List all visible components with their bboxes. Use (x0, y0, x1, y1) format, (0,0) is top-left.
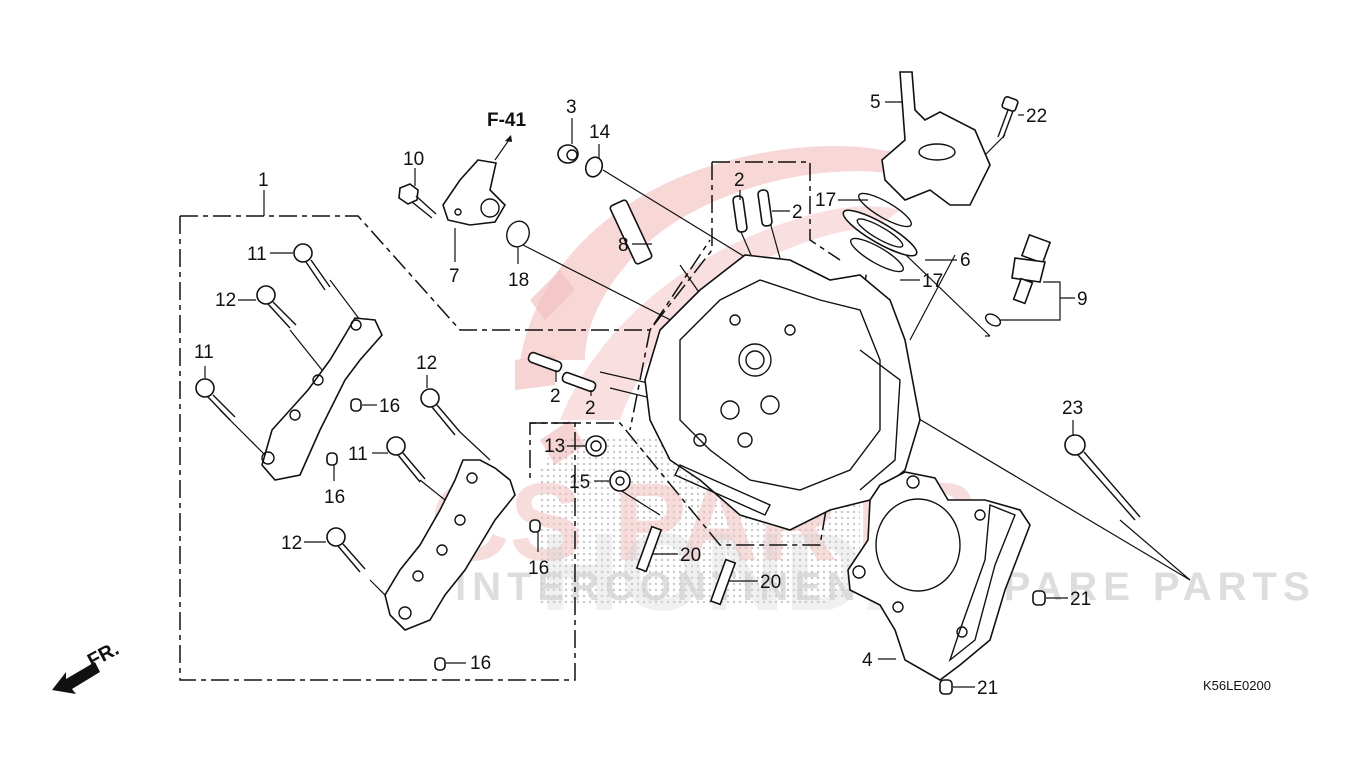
sealing-bolt-3[interactable] (557, 144, 579, 164)
spark-plug[interactable] (609, 199, 653, 265)
bolt-22[interactable] (997, 96, 1019, 139)
insulator-6[interactable] (839, 203, 922, 262)
valve-guide-2d[interactable] (561, 371, 597, 393)
bolt-11-a[interactable] (293, 243, 331, 291)
stud-20-b[interactable] (709, 558, 737, 606)
temperature-sensor[interactable] (984, 233, 1052, 328)
camshaft-holder-lower[interactable] (384, 459, 516, 631)
intake-insulator[interactable] (881, 71, 991, 206)
callout-16[interactable]: 16 (324, 487, 345, 508)
stud-20-a[interactable] (635, 525, 663, 573)
callout-12[interactable]: 12 (281, 533, 302, 554)
callout-14[interactable]: 14 (589, 122, 611, 143)
callout-18[interactable]: 18 (508, 270, 529, 291)
callout-8[interactable]: 8 (618, 235, 629, 256)
callout-22[interactable]: 22 (1026, 106, 1047, 127)
callout-5[interactable]: 5 (870, 92, 881, 113)
group-box-valve-guides (629, 161, 841, 431)
water-joint[interactable] (442, 159, 507, 226)
callout-16[interactable]: 16 (379, 396, 400, 417)
dowel-16-c[interactable] (529, 519, 541, 533)
callout-17[interactable]: 17 (815, 190, 836, 211)
diagram-code: K56LE0200 (1203, 678, 1271, 693)
valve-guide-2a[interactable] (732, 195, 748, 233)
o-ring-17-lower[interactable] (847, 233, 907, 277)
reference-label[interactable]: F-41 (487, 110, 527, 131)
bolt-12-b[interactable] (420, 388, 461, 436)
callout-4[interactable]: 4 (862, 650, 873, 671)
callout-15[interactable]: 15 (569, 472, 590, 493)
callout-13[interactable]: 13 (544, 436, 565, 457)
callout-12[interactable]: 12 (215, 290, 236, 311)
callout-11[interactable]: 11 (247, 244, 267, 265)
group-box-camshaft-holder (179, 215, 711, 681)
callout-21[interactable]: 21 (977, 678, 998, 699)
valve-guide-2b[interactable] (757, 189, 773, 227)
dowel-16-b[interactable] (326, 452, 338, 466)
callout-12[interactable]: 12 (416, 353, 437, 374)
cylinder-head[interactable] (644, 254, 921, 531)
head-gasket[interactable] (847, 471, 1031, 681)
bolt-12-c[interactable] (326, 527, 366, 573)
o-ring-18[interactable] (503, 218, 533, 250)
callout-20[interactable]: 20 (680, 545, 701, 566)
callout-3[interactable]: 3 (566, 97, 577, 118)
callout-21[interactable]: 21 (1070, 589, 1091, 610)
bolt-11-c[interactable] (386, 436, 426, 483)
bolt-10[interactable] (398, 183, 437, 219)
callout-16[interactable]: 16 (528, 558, 549, 579)
callout-7[interactable]: 7 (449, 266, 460, 287)
callouts: 1 2 2 2 2 3 4 5 6 7 8 9 10 1 (194, 92, 1091, 699)
dowel-16-a[interactable] (350, 398, 362, 412)
callout-10[interactable]: 10 (403, 149, 424, 170)
callout-6[interactable]: 6 (960, 250, 971, 271)
washer-15[interactable] (609, 470, 631, 492)
callout-2[interactable]: 2 (550, 386, 561, 407)
callout-11[interactable]: 11 (194, 342, 214, 363)
o-ring-17-upper[interactable] (855, 188, 915, 232)
valve-guide-2c[interactable] (527, 351, 563, 373)
callout-2[interactable]: 2 (734, 170, 745, 191)
bolt-23[interactable] (1064, 434, 1141, 521)
nut-13[interactable] (585, 435, 607, 457)
dowel-21-lower[interactable] (939, 679, 953, 695)
front-indicator: FR. (52, 638, 123, 694)
callout-20[interactable]: 20 (760, 572, 781, 593)
callout-9[interactable]: 9 (1077, 289, 1088, 310)
callout-2[interactable]: 2 (585, 398, 596, 419)
callout-2[interactable]: 2 (792, 202, 803, 223)
callout-1[interactable]: 1 (258, 170, 269, 191)
bolt-11-b[interactable] (195, 378, 236, 421)
bolt-12-a[interactable] (256, 285, 297, 329)
callout-11[interactable]: 11 (348, 444, 368, 465)
front-arrow-icon (52, 662, 100, 694)
washer-14[interactable] (583, 155, 605, 179)
reference-f41[interactable]: F-41 (487, 110, 527, 161)
callout-23[interactable]: 23 (1062, 398, 1083, 419)
dowel-16-d[interactable] (434, 657, 446, 671)
dowel-21-upper[interactable] (1032, 590, 1046, 606)
callout-17[interactable]: 17 (922, 271, 943, 292)
reference-arrow-icon (505, 135, 512, 142)
camshaft-holder-upper[interactable] (261, 317, 383, 481)
callout-16[interactable]: 16 (470, 653, 491, 674)
